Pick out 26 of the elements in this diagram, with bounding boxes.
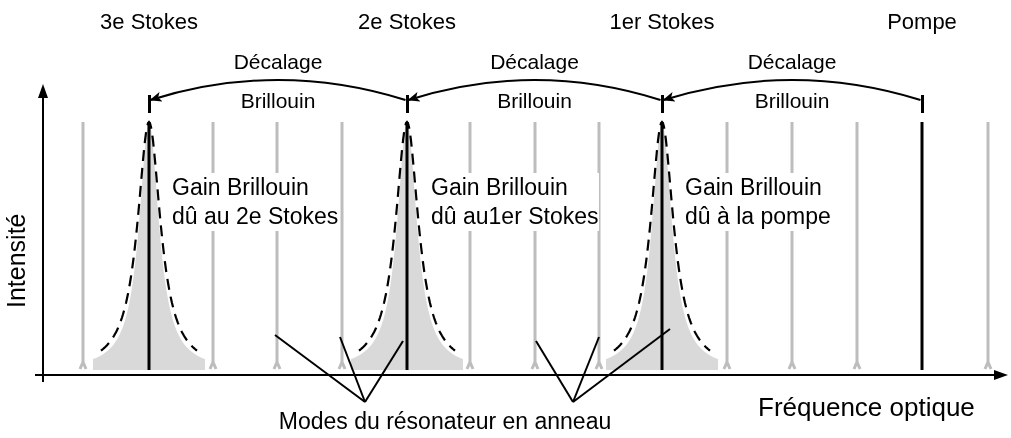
- leader-line: [364, 340, 404, 403]
- leader-line: [535, 340, 574, 403]
- callout-text: Modes du résonateur en anneau: [262, 404, 628, 438]
- leader-line: [339, 336, 366, 403]
- curved-arrow: [149, 79, 407, 102]
- line-label: Pompe: [886, 8, 958, 36]
- marker-line: [405, 95, 409, 113]
- leader-line: [274, 334, 366, 403]
- line-label: 3e Stokes: [99, 8, 199, 36]
- leader-line: [572, 328, 671, 403]
- marker-line: [920, 95, 924, 113]
- edge-label: Décalage Brillouin: [746, 49, 838, 114]
- marker-line: [147, 95, 151, 113]
- marker-line: [660, 95, 664, 113]
- curved-arrow: [662, 79, 922, 102]
- axis-title: Intensité: [1, 212, 32, 310]
- annotation-text: Gain Brillouin dû au1er Stokes: [431, 173, 599, 231]
- axis-title: Fréquence optique: [758, 391, 975, 424]
- annotation-text: Gain Brillouin dû à la pompe: [685, 173, 831, 231]
- line-label: 1er Stokes: [608, 8, 716, 36]
- line-label: 2e Stokes: [357, 8, 457, 36]
- leader-line: [572, 336, 600, 403]
- edge-label: Décalage Brillouin: [232, 49, 324, 114]
- edge-label: Décalage Brillouin: [489, 49, 580, 114]
- annotation-text: Gain Brillouin dû au 2e Stokes: [172, 173, 339, 231]
- curved-arrow: [407, 79, 662, 102]
